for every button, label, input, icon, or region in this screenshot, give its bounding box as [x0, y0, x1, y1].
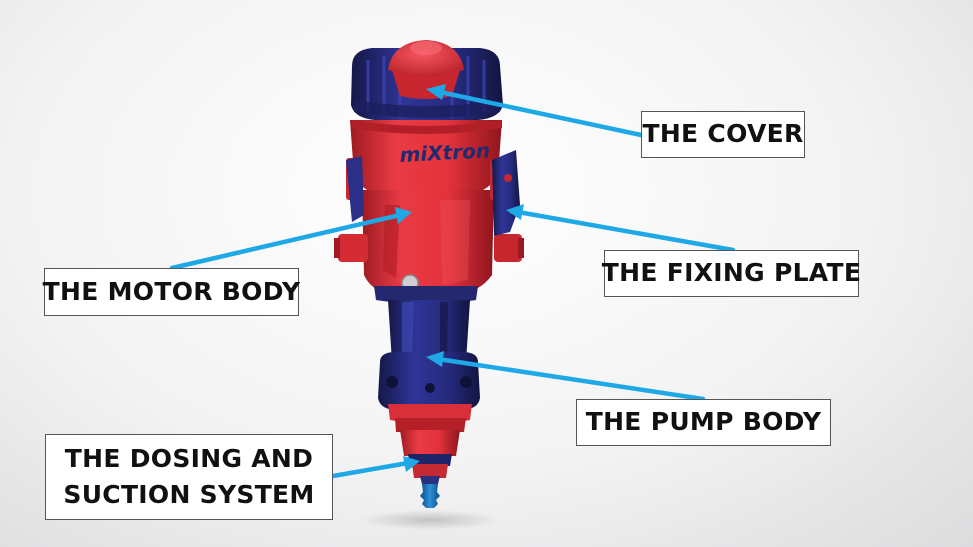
dosing-system-part	[400, 430, 460, 508]
pump-body-part	[378, 300, 480, 432]
cover-part	[351, 40, 503, 120]
dosing-system-arrow	[330, 456, 420, 479]
motor-body-arrow	[169, 207, 412, 271]
label-dosing-line-1: THE DOSING AND	[64, 443, 314, 473]
label-pump-body: THE PUMP BODY	[576, 399, 831, 446]
label-dosing-line-2: SUCTION SYSTEM	[63, 480, 315, 509]
cover-arrow	[426, 84, 644, 138]
label-pump-body-text: THE PUMP BODY	[585, 407, 822, 437]
brand-logo: miXtron	[399, 138, 491, 167]
fixing-plate-arrow	[506, 204, 736, 253]
label-fixing-plate: THE FIXING PLATE	[601, 250, 862, 297]
label-dosing-system: THE DOSING AND SUCTION SYSTEM	[45, 434, 333, 520]
label-cover-text: THE COVER	[642, 119, 804, 149]
label-motor-body-text: THE MOTOR BODY	[42, 276, 301, 306]
label-cover: THE COVER	[641, 111, 805, 158]
label-motor-body: THE MOTOR BODY	[42, 268, 301, 316]
floor-shadow	[360, 510, 500, 530]
pump-body-arrow	[426, 351, 706, 402]
label-fixing-plate-text: THE FIXING PLATE	[601, 258, 862, 288]
